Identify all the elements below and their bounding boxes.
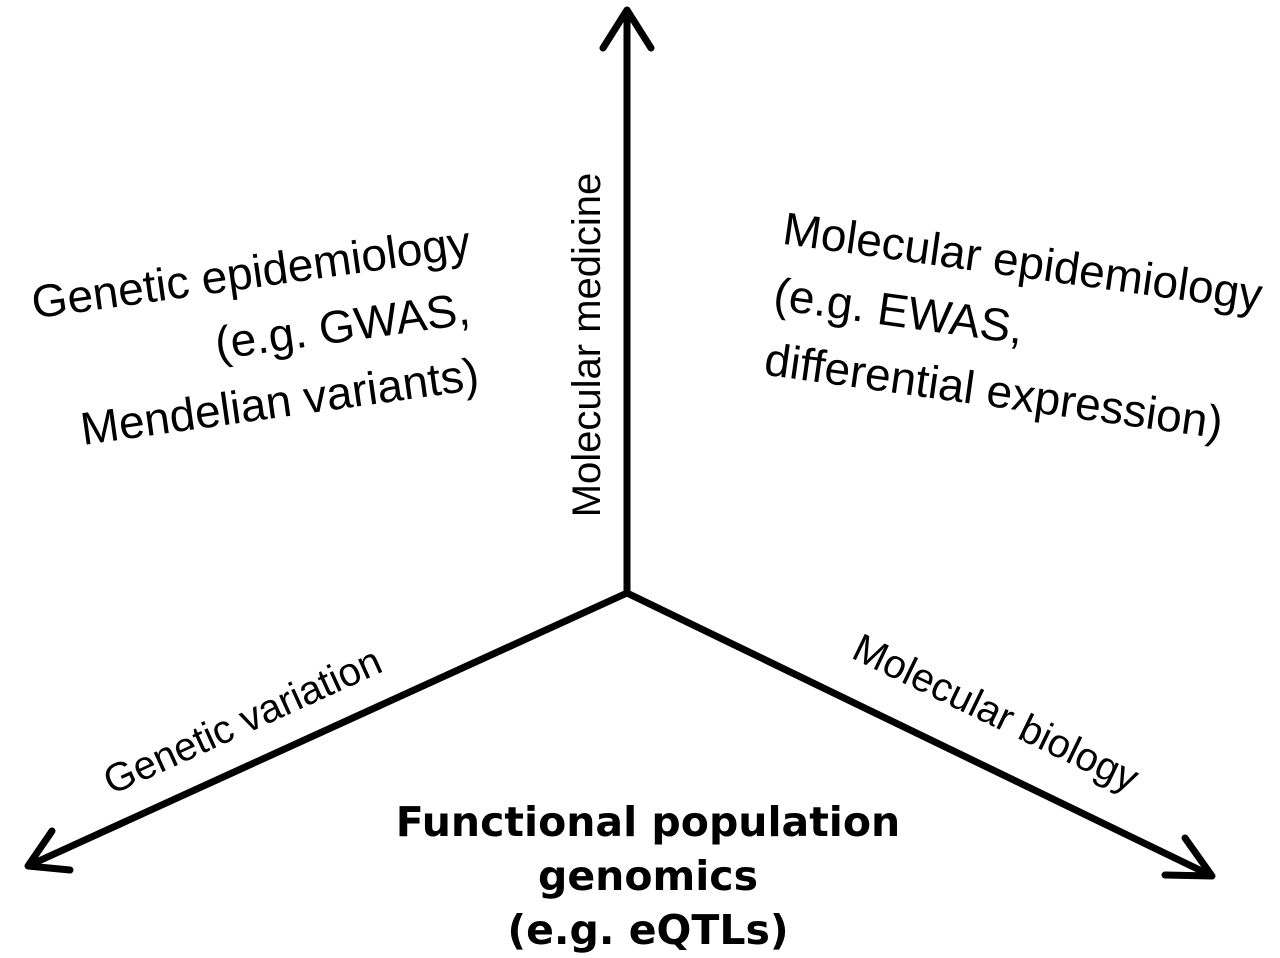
left-axis [26,589,631,869]
vertical-axis-label: Molecular medicine [565,173,609,518]
right-axis-arrowhead [1161,834,1216,880]
functional-population-genomics-example: (e.g. eQTLs) [507,906,788,954]
left-axis-arrowhead [24,827,74,874]
right-axis [623,589,1214,879]
functional-population-genomics-region: Functional population genomics (e.g. eQT… [396,798,900,954]
functional-population-genomics-title: Functional population [396,798,900,846]
vertical-axis-arrowhead [599,6,655,52]
functional-population-genomics-subtitle: genomics [538,852,758,900]
molecular-epidemiology-region: Molecular epidemiology (e.g. EWAS, diffe… [762,202,1266,449]
genetic-epidemiology-region: Genetic epidemiology (e.g. GWAS, Mendeli… [28,215,482,455]
genetic-epidemiology-example-line2: Mendelian variants) [77,348,482,455]
